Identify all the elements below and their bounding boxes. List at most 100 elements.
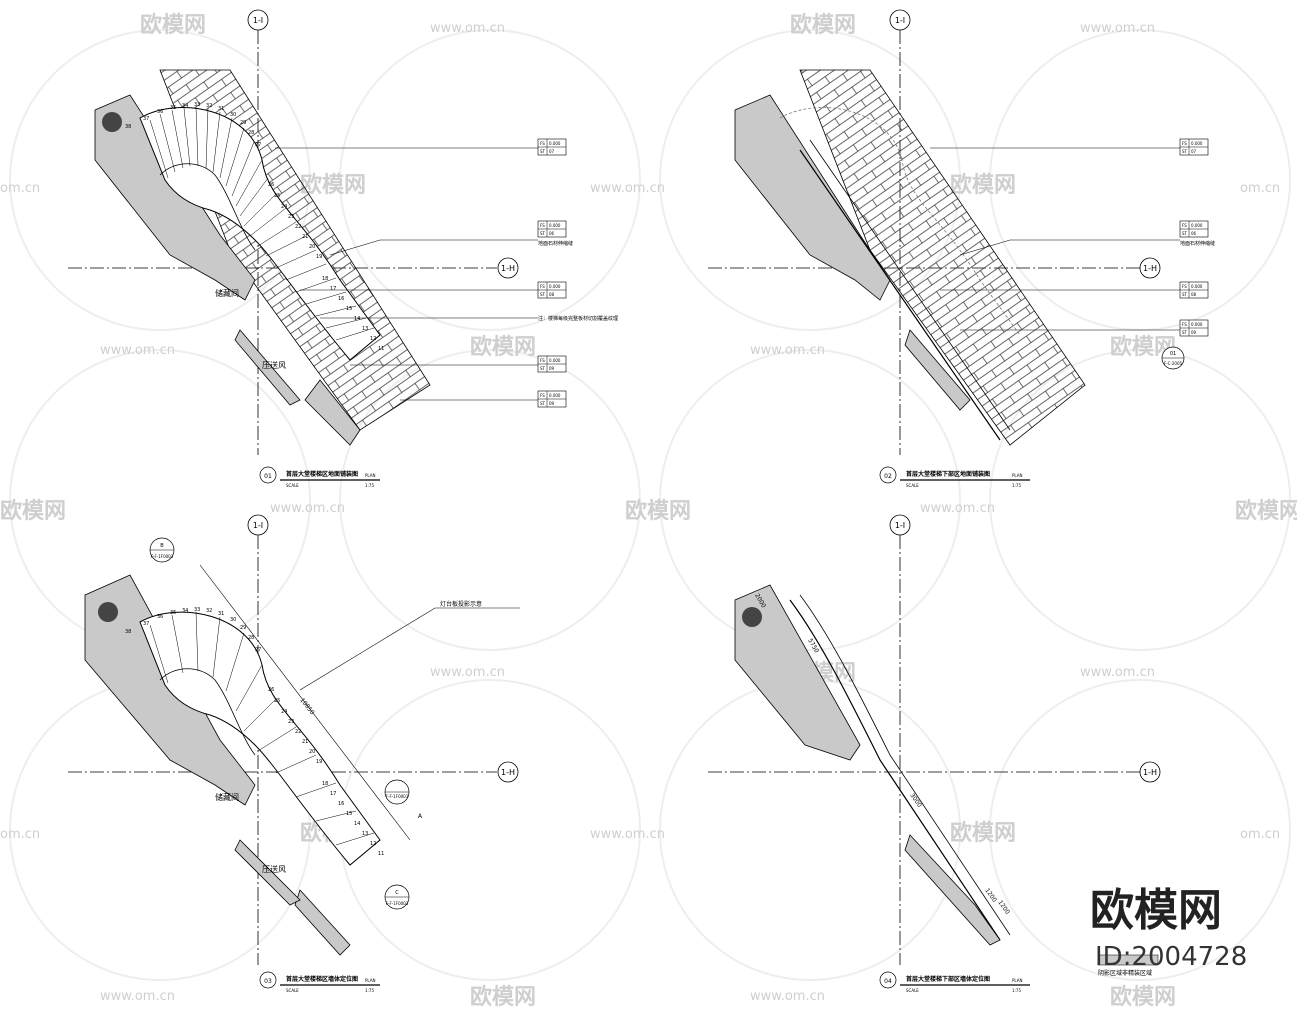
brand-name: 欧模网 bbox=[1090, 885, 1222, 936]
watermark-url: www.om.cn bbox=[590, 181, 665, 196]
material-tag: FS 0.000 ST 09 bbox=[537, 390, 567, 408]
watermark-brand: 欧模网 bbox=[1235, 498, 1297, 524]
dimension-line bbox=[199, 564, 411, 841]
drawing-title: 首层大堂楼梯区地面铺装图 bbox=[286, 470, 358, 478]
watermark-url: www.om.cn bbox=[430, 665, 505, 680]
wall-shade bbox=[734, 584, 861, 761]
watermark-url: www.om.cn bbox=[430, 21, 505, 36]
svg-text:0.000: 0.000 bbox=[549, 358, 561, 363]
grid-label-col: 1-I bbox=[895, 521, 905, 530]
step-number: 28 bbox=[248, 130, 254, 136]
svg-text:F-F-1F0003: F-F-1F0003 bbox=[386, 794, 409, 799]
svg-text:09: 09 bbox=[549, 366, 555, 371]
svg-text:1:75: 1:75 bbox=[1012, 988, 1021, 993]
section-letter: A bbox=[418, 813, 423, 820]
step-number: 34 bbox=[182, 103, 188, 109]
legend-text: 阴影区域非精装区域 bbox=[1098, 969, 1152, 977]
drawing-title-block: 03 首层大堂楼梯区墙体定位图 SCALE PLAN 1:75 bbox=[259, 971, 380, 993]
dimension-value: 5750 bbox=[806, 638, 820, 655]
svg-text:0.000: 0.000 bbox=[1191, 284, 1203, 289]
svg-text:09: 09 bbox=[1191, 330, 1197, 335]
svg-text:0.000: 0.000 bbox=[1191, 141, 1203, 146]
grid-bubble bbox=[889, 9, 911, 31]
step-number: 13 bbox=[362, 831, 368, 837]
watermark-url: om.cn bbox=[1240, 181, 1280, 196]
step-number: 35 bbox=[170, 105, 176, 111]
brand-id: ID:2004728 bbox=[1095, 942, 1247, 972]
step-number: 19 bbox=[316, 254, 322, 260]
grid-label-col: 1-I bbox=[253, 16, 263, 25]
watermark-url: www.om.cn bbox=[750, 989, 825, 1004]
stair-projection bbox=[779, 107, 1021, 336]
lower-wall bbox=[304, 379, 361, 446]
svg-text:06: 06 bbox=[1191, 231, 1197, 236]
paving-area bbox=[799, 69, 1086, 446]
svg-text:ST: ST bbox=[540, 292, 546, 297]
step-number: 14 bbox=[354, 316, 360, 322]
grid-label-row: 1-H bbox=[1143, 264, 1157, 273]
drawing-title: 首层大堂楼梯区墙体定位图 bbox=[286, 975, 358, 983]
step-number: 26 bbox=[268, 687, 274, 693]
grid-label-row: 1-H bbox=[501, 768, 515, 777]
step-number: 24 bbox=[281, 709, 287, 715]
column-marker bbox=[98, 602, 118, 622]
step-number: 26 bbox=[268, 182, 274, 188]
step-number: 33 bbox=[194, 607, 200, 613]
svg-text:09: 09 bbox=[549, 401, 555, 406]
step-number: 25 bbox=[274, 193, 280, 199]
drawing-number: 04 bbox=[884, 978, 892, 985]
leaders bbox=[930, 147, 1180, 331]
grid-bubble bbox=[247, 514, 269, 536]
watermark-url: www.om.cn bbox=[100, 989, 175, 1004]
drawing-title-block: 02 首层大堂楼梯下部区地面铺装图 SCALE PLAN 1:75 bbox=[879, 466, 1030, 488]
grid-bubble bbox=[1139, 257, 1161, 279]
step-number: 30 bbox=[230, 112, 236, 118]
room-label: 储藏间 bbox=[215, 792, 239, 802]
step-number: 27 bbox=[255, 647, 261, 653]
svg-text:FS: FS bbox=[1182, 141, 1187, 146]
svg-text:ST: ST bbox=[1182, 330, 1188, 335]
step-number: 32 bbox=[206, 103, 212, 109]
lower-wall bbox=[904, 834, 1001, 946]
step-number: 18 bbox=[322, 276, 328, 282]
svg-text:PLAN: PLAN bbox=[365, 473, 375, 478]
callout-note: 地面石材伸缩缝 bbox=[538, 240, 573, 247]
drawing-title: 首层大堂楼梯下部区地面铺装图 bbox=[906, 470, 990, 478]
material-tag: FS 0.000 ST 09 bbox=[1179, 319, 1209, 337]
svg-text:FS: FS bbox=[1182, 284, 1187, 289]
drawing-title-block: 04 首层大堂楼梯下部区墙体定位图 SCALE PLAN 1:75 bbox=[879, 971, 1030, 993]
svg-text:07: 07 bbox=[549, 149, 555, 154]
svg-text:ST: ST bbox=[540, 231, 546, 236]
svg-text:ST: ST bbox=[540, 401, 546, 406]
svg-text:ST: ST bbox=[1182, 231, 1188, 236]
panel-01: 1-I 1-H 储藏间 压送风 bbox=[68, 9, 618, 488]
drawing-number: 02 bbox=[884, 473, 892, 480]
svg-text:F-C-2005: F-C-2005 bbox=[1164, 361, 1183, 366]
svg-text:SCALE: SCALE bbox=[906, 988, 919, 993]
leader bbox=[299, 607, 520, 691]
projection-note: 灯台板投影示意 bbox=[440, 600, 482, 608]
step-number: 27 bbox=[255, 142, 261, 148]
watermark-url: om.cn bbox=[0, 827, 40, 842]
step-number: 29 bbox=[240, 120, 246, 126]
step-number: 30 bbox=[230, 617, 236, 623]
watermark-url: www.om.cn bbox=[1080, 665, 1155, 680]
room-label: 储藏间 bbox=[215, 288, 239, 298]
stair-inner-curve bbox=[159, 668, 256, 756]
legend: 阴影区域非精装区域 bbox=[1097, 954, 1159, 977]
step-number: 16 bbox=[338, 801, 344, 807]
svg-text:08: 08 bbox=[549, 292, 555, 297]
dimension-value: 10850 bbox=[298, 697, 315, 716]
step-number: 12 bbox=[370, 336, 376, 342]
watermark-url: www.om.cn bbox=[590, 827, 665, 842]
grid-label-row: 1-H bbox=[1143, 768, 1157, 777]
column-marker bbox=[102, 112, 122, 132]
grid-label-col: 1-I bbox=[253, 521, 263, 530]
step-number: 21 bbox=[302, 739, 308, 745]
svg-text:0.000: 0.000 bbox=[1191, 322, 1203, 327]
drawing-number: 01 bbox=[264, 473, 272, 480]
watermark-url: www.om.cn bbox=[100, 343, 175, 358]
watermark-brand: 欧模网 bbox=[950, 172, 1016, 198]
stair-edge bbox=[809, 139, 1011, 431]
